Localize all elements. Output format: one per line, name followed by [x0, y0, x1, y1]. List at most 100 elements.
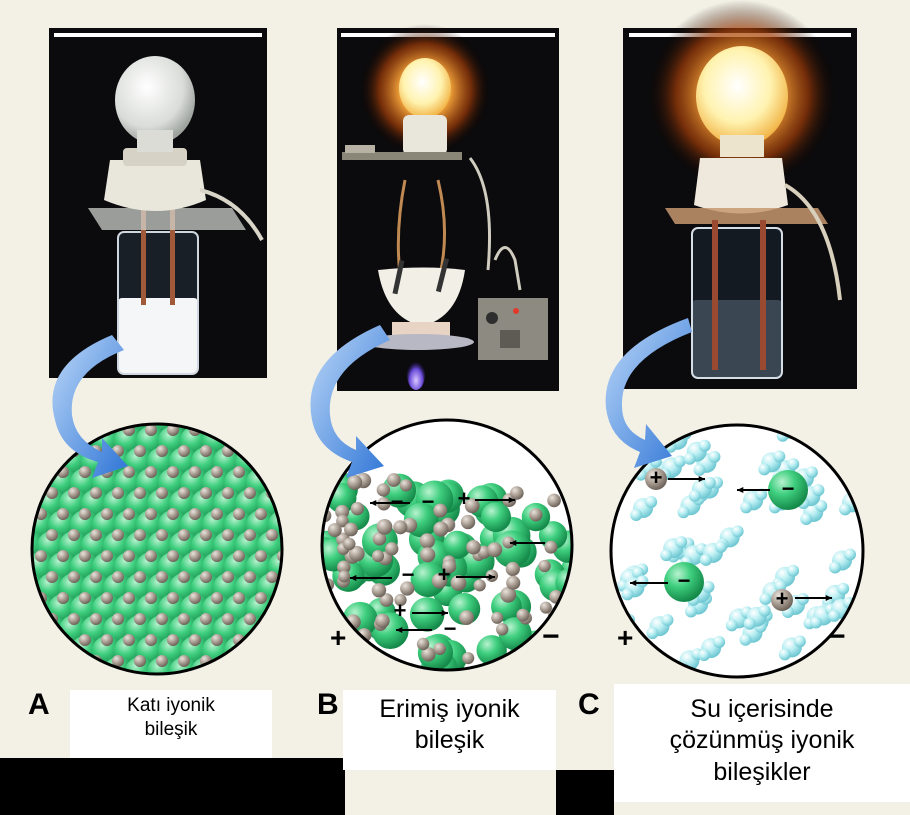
chloride-ion	[134, 487, 146, 499]
chloride-ion	[178, 571, 190, 583]
chloride-ion	[145, 634, 157, 646]
chloride-ion	[244, 571, 256, 583]
water-hydrogen	[854, 490, 863, 503]
water-hydrogen	[805, 466, 818, 479]
chloride-ion	[46, 487, 58, 499]
chloride-ion	[79, 634, 91, 646]
sodium-ion	[768, 470, 808, 510]
chloride-ion	[477, 545, 491, 559]
chloride-ion	[335, 504, 350, 519]
water-hydrogen	[758, 604, 771, 617]
chloride-ion	[211, 550, 223, 562]
sodium-ion	[32, 657, 45, 674]
chloride-ion	[538, 559, 551, 573]
water-hydrogen	[809, 616, 822, 629]
chloride-ion	[46, 445, 58, 457]
chloride-ion	[299, 550, 311, 562]
sodium-ion	[147, 657, 177, 674]
chloride-ion	[244, 613, 256, 625]
anion-charge: −	[444, 616, 457, 641]
chloride-ion	[544, 540, 558, 554]
chloride-ion	[112, 655, 124, 667]
chloride-ion	[145, 676, 157, 688]
chloride-ion	[376, 483, 391, 497]
ion-arrow-head	[825, 594, 832, 602]
chloride-ion	[178, 445, 190, 457]
zoom-arrow-a	[52, 335, 129, 478]
water-hydrogen	[646, 627, 659, 640]
chloride-ion	[68, 613, 80, 625]
chloride-ion	[299, 592, 311, 604]
chloride-ion	[200, 613, 212, 625]
chloride-ion	[123, 634, 135, 646]
sodium-ion	[290, 636, 320, 666]
water-hydrogen	[755, 488, 768, 501]
chloride-ion	[421, 647, 436, 662]
anion-charge: −	[422, 489, 435, 514]
chloride-ion	[112, 529, 124, 541]
caption-a: Katı iyonik bileşik	[70, 690, 272, 758]
water-hydrogen	[774, 579, 787, 592]
chloride-ion	[288, 445, 300, 457]
chloride-ion	[112, 571, 124, 583]
chloride-ion	[277, 424, 282, 436]
sodium-ion	[246, 426, 276, 456]
cation-charge: +	[650, 465, 663, 490]
water-hydrogen	[829, 561, 842, 574]
chloride-ion	[211, 676, 223, 688]
chloride-ion	[167, 676, 179, 688]
chloride-ion	[222, 529, 234, 541]
chloride-ion	[156, 613, 168, 625]
water-hydrogen	[739, 633, 752, 646]
ion-arrow-head	[396, 626, 403, 634]
chloride-ion	[400, 581, 415, 596]
chloride-ion	[90, 613, 102, 625]
anion-charge: −	[402, 562, 415, 587]
chloride-ion	[79, 508, 91, 520]
water-hydrogen	[861, 663, 863, 676]
chloride-ion	[288, 571, 300, 583]
sodium-ion	[279, 531, 282, 561]
chloride-ion	[299, 634, 311, 646]
chloride-ion	[343, 537, 356, 551]
water-hydrogen	[614, 467, 627, 480]
water-hydrogen	[759, 592, 772, 605]
ion-arrow-head	[350, 574, 357, 582]
chloride-ion	[167, 424, 179, 436]
chloride-ion	[211, 424, 223, 436]
sodium-ion	[279, 573, 282, 603]
water-hydrogen	[698, 648, 711, 661]
chloride-ion	[178, 487, 190, 499]
chloride-ion	[310, 529, 322, 541]
water-molecule	[842, 425, 863, 436]
chloride-ion	[321, 676, 333, 688]
chloride-ion	[200, 445, 212, 457]
chloride-ion	[211, 634, 223, 646]
chloride-ion	[156, 487, 168, 499]
chloride-ion	[200, 571, 212, 583]
sodium-ion	[493, 530, 531, 568]
chloride-ion	[101, 508, 113, 520]
chloride-ion	[419, 533, 435, 549]
chloride-ion	[543, 658, 558, 670]
chloride-ion	[288, 655, 300, 667]
zoom-arrow-b	[310, 325, 390, 478]
panel-letter-b: B	[317, 688, 339, 721]
water-hydrogen	[702, 580, 715, 593]
chloride-ion	[399, 479, 413, 492]
molecular-view-c	[609, 423, 865, 679]
water-hydrogen	[698, 439, 711, 452]
sodium-ion	[301, 657, 331, 687]
chloride-ion	[189, 592, 201, 604]
water-hydrogen	[630, 508, 643, 521]
water-hydrogen	[837, 582, 850, 595]
sodium-ion	[246, 636, 276, 666]
molecular-view-a	[30, 422, 333, 688]
chloride-ion	[233, 424, 245, 436]
water-hydrogen	[673, 455, 686, 468]
chloride-ion	[500, 586, 517, 603]
chloride-ion	[90, 487, 102, 499]
chloride-ion	[496, 623, 509, 636]
water-hydrogen	[685, 605, 698, 618]
chloride-ion	[394, 593, 407, 607]
